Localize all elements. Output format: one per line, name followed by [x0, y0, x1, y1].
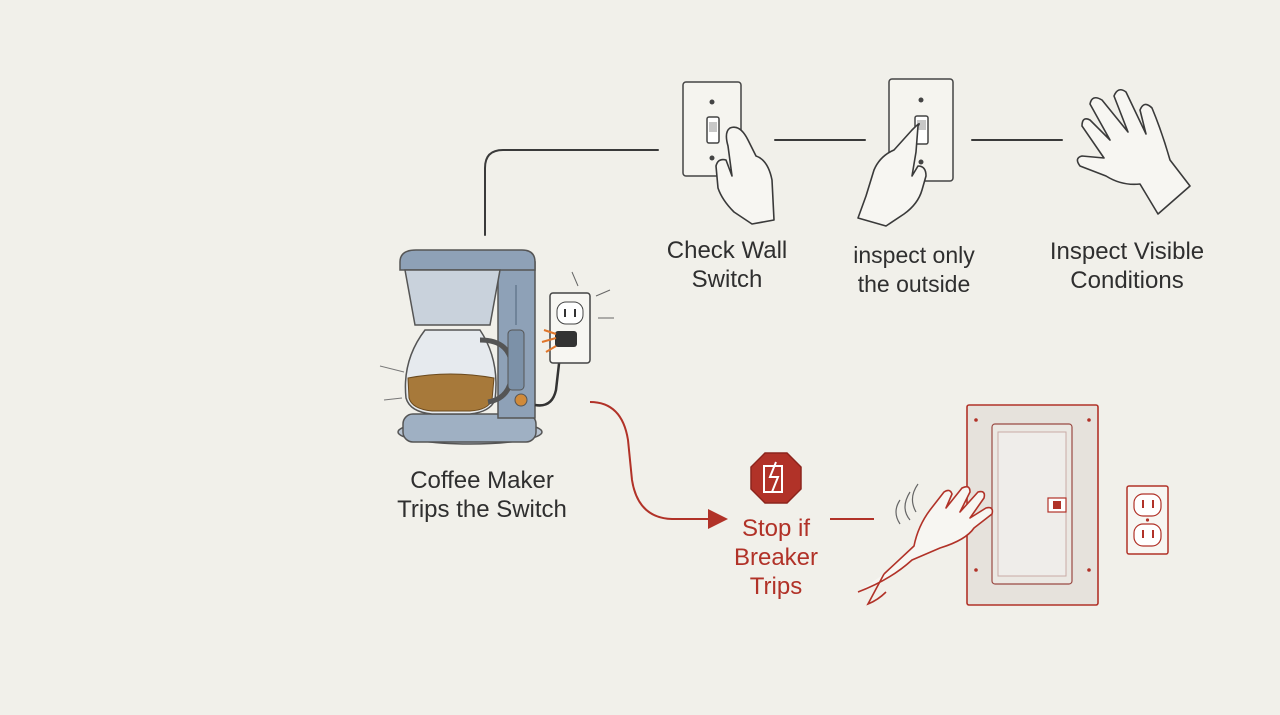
wall-outlet-icon [541, 271, 614, 364]
label-line: Stop if [741, 515, 811, 542]
label-line: the outside [857, 271, 971, 297]
stop-sign-icon [750, 452, 802, 504]
label-coffee-maker: Coffee Maker Trips the Switch [372, 466, 592, 524]
label-line: Check Wall [666, 237, 788, 264]
breaker-panel-icon [966, 404, 1099, 606]
label-line: Switch [691, 266, 763, 293]
connector-lines [484, 139, 1063, 236]
label-line: Trips the Switch [397, 496, 567, 523]
label-line: Trips [749, 573, 803, 600]
label-line: Conditions [1070, 267, 1184, 294]
light-switch-icon [682, 81, 742, 177]
coffee-maker-icon [379, 249, 562, 445]
label-inspect-outside: inspect only the outside [824, 241, 1004, 299]
label-line: Breaker [733, 544, 819, 571]
label-line: inspect only [853, 242, 975, 268]
hand-icon [1076, 88, 1191, 215]
label-line: Inspect Visible [1049, 238, 1205, 265]
wall-outlet-icon [1126, 485, 1169, 555]
hand-icon [857, 483, 994, 606]
label-inspect-visible-conditions: Inspect Visible Conditions [1027, 237, 1227, 295]
branch-arrow [589, 401, 728, 529]
hand-icon [857, 122, 927, 227]
label-stop-if-breaker-trips: Stop if Breaker Trips [711, 514, 841, 601]
label-line: Coffee Maker [410, 467, 554, 494]
connector-coffee-to-switch [484, 149, 659, 236]
hand-icon [715, 126, 775, 225]
label-check-wall-switch: Check Wall Switch [637, 236, 817, 294]
